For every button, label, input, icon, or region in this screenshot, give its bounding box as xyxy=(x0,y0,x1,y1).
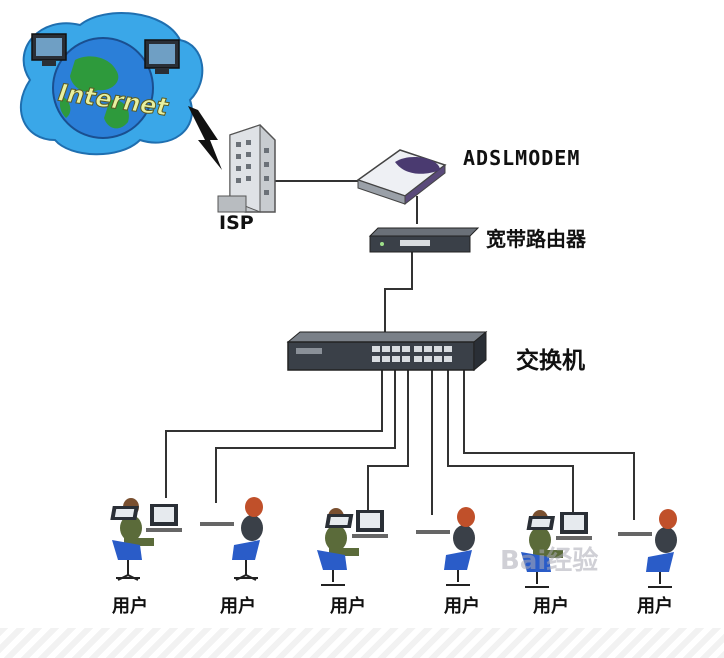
internet-cloud xyxy=(19,12,204,156)
user-workstation-icon xyxy=(526,509,677,588)
watermark: Bai经验 xyxy=(500,546,599,576)
user-label: 用户 xyxy=(533,596,569,617)
monitor-icon xyxy=(31,33,67,66)
user-label: 用户 xyxy=(444,596,480,617)
user-workstation-icon xyxy=(110,497,263,581)
isp-label: ISP xyxy=(219,212,254,234)
user-label: 用户 xyxy=(112,596,148,617)
switch-label: 交换机 xyxy=(516,348,585,374)
user-label: 用户 xyxy=(330,596,366,617)
adsl-modem-icon xyxy=(356,149,447,206)
lightning-icon xyxy=(188,106,222,170)
router-icon xyxy=(368,227,480,253)
user-label: 用户 xyxy=(220,596,256,617)
user-workstation-icon xyxy=(317,508,388,586)
user-workstation-icon xyxy=(112,498,182,581)
user-workstation-icon xyxy=(521,510,592,588)
user-label: 用户 xyxy=(637,596,673,617)
switch-user6-line xyxy=(463,370,635,520)
switch-user3-line xyxy=(367,370,409,510)
router-label: 宽带路由器 xyxy=(486,227,586,251)
switch-user2-line xyxy=(215,370,396,503)
switch-user5-line xyxy=(447,370,574,512)
switch-icon xyxy=(286,330,488,372)
modem-label: ADSLMODEM xyxy=(463,146,581,170)
user-workstation-icon xyxy=(324,507,475,586)
monitor-icon xyxy=(144,39,180,74)
isp-building-icon xyxy=(217,124,276,213)
bottom-stripe xyxy=(0,628,724,658)
connection-lines xyxy=(165,180,635,520)
switch-user1-line xyxy=(165,370,383,498)
router-switch-line xyxy=(384,252,413,338)
